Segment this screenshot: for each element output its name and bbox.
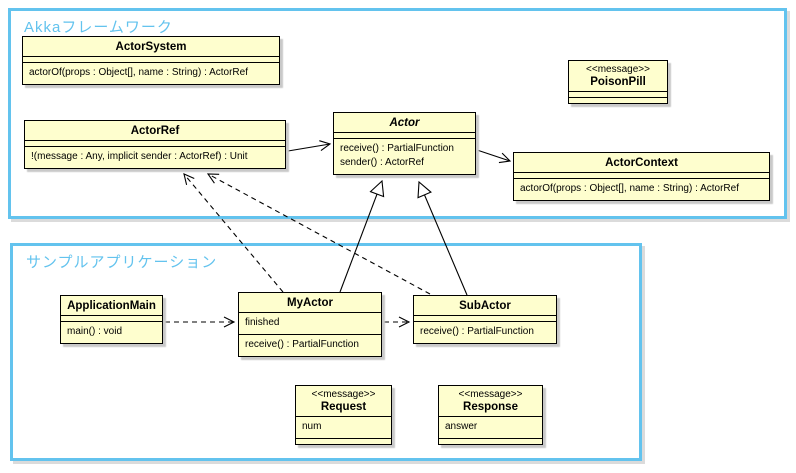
- attributes-compartment: [25, 140, 285, 146]
- class-box-request: <<message>> Request num: [295, 385, 392, 445]
- method-tell: !(message : Any, implicit sender : Actor…: [31, 151, 248, 162]
- class-name-applicationmain: ApplicationMain: [67, 300, 156, 312]
- method-actorof: actorOf(props : Object[], name : String)…: [520, 183, 739, 194]
- attribute-num: num: [302, 421, 322, 432]
- attributes-compartment: [569, 91, 667, 97]
- class-name-actorcontext: ActorContext: [605, 157, 678, 169]
- attributes-compartment: [23, 56, 279, 62]
- class-name-actorsystem: ActorSystem: [115, 41, 187, 53]
- methods-compartment: [296, 438, 391, 444]
- package-title-akka: Akkaフレームワーク: [24, 19, 173, 36]
- methods-compartment: receive() : PartialFunction: [414, 321, 556, 343]
- attributes-compartment: [334, 132, 475, 138]
- method-receive: receive() : PartialFunction: [420, 326, 534, 337]
- class-name-response: Response: [463, 401, 518, 413]
- attributes-compartment: answer: [439, 416, 542, 438]
- method-sender: sender() : ActorRef: [340, 157, 424, 168]
- method-receive: receive() : PartialFunction: [245, 339, 359, 350]
- class-box-actorsystem: ActorSystem actorOf(props : Object[], na…: [22, 36, 280, 85]
- attributes-compartment: [61, 315, 162, 321]
- class-name-actorref: ActorRef: [130, 125, 180, 137]
- attribute-finished: finished: [245, 317, 280, 328]
- class-box-poisonpill: <<message>> PoisonPill: [568, 60, 668, 104]
- methods-compartment: actorOf(props : Object[], name : String)…: [23, 62, 279, 84]
- class-box-applicationmain: ApplicationMain main() : void: [60, 295, 163, 344]
- class-box-myactor: MyActor finished receive() : PartialFunc…: [238, 292, 382, 357]
- methods-compartment: receive() : PartialFunction: [239, 334, 381, 356]
- class-box-response: <<message>> Response answer: [438, 385, 543, 445]
- stereotype-message: <<message>>: [311, 389, 376, 400]
- attributes-compartment: [514, 172, 769, 178]
- class-box-actor: Actor receive() : PartialFunction sender…: [333, 112, 476, 175]
- methods-compartment: !(message : Any, implicit sender : Actor…: [25, 146, 285, 168]
- class-box-actorcontext: ActorContext actorOf(props : Object[], n…: [513, 152, 770, 201]
- attributes-compartment: finished: [239, 312, 381, 334]
- method-receive: receive() : PartialFunction: [340, 143, 454, 154]
- attribute-answer: answer: [445, 421, 478, 432]
- attributes-compartment: num: [296, 416, 391, 438]
- class-name-myactor: MyActor: [286, 297, 333, 309]
- attributes-compartment: [414, 315, 556, 321]
- methods-compartment: [439, 438, 542, 444]
- methods-compartment: main() : void: [61, 321, 162, 343]
- stereotype-message: <<message>>: [458, 389, 523, 400]
- methods-compartment: receive() : PartialFunction sender() : A…: [334, 138, 475, 174]
- class-name-subactor: SubActor: [459, 300, 511, 312]
- methods-compartment: [569, 97, 667, 103]
- methods-compartment: actorOf(props : Object[], name : String)…: [514, 178, 769, 200]
- class-name-poisonpill: PoisonPill: [590, 76, 646, 88]
- class-name-request: Request: [320, 401, 367, 413]
- stereotype-message: <<message>>: [586, 64, 650, 75]
- method-actorof: actorOf(props : Object[], name : String)…: [29, 67, 248, 78]
- method-main: main() : void: [67, 326, 123, 337]
- class-name-actor: Actor: [389, 117, 420, 129]
- class-box-actorref: ActorRef !(message : Any, implicit sende…: [24, 120, 286, 169]
- package-title-sample: サンプルアプリケーション: [26, 254, 218, 271]
- class-box-subactor: SubActor receive() : PartialFunction: [413, 295, 557, 344]
